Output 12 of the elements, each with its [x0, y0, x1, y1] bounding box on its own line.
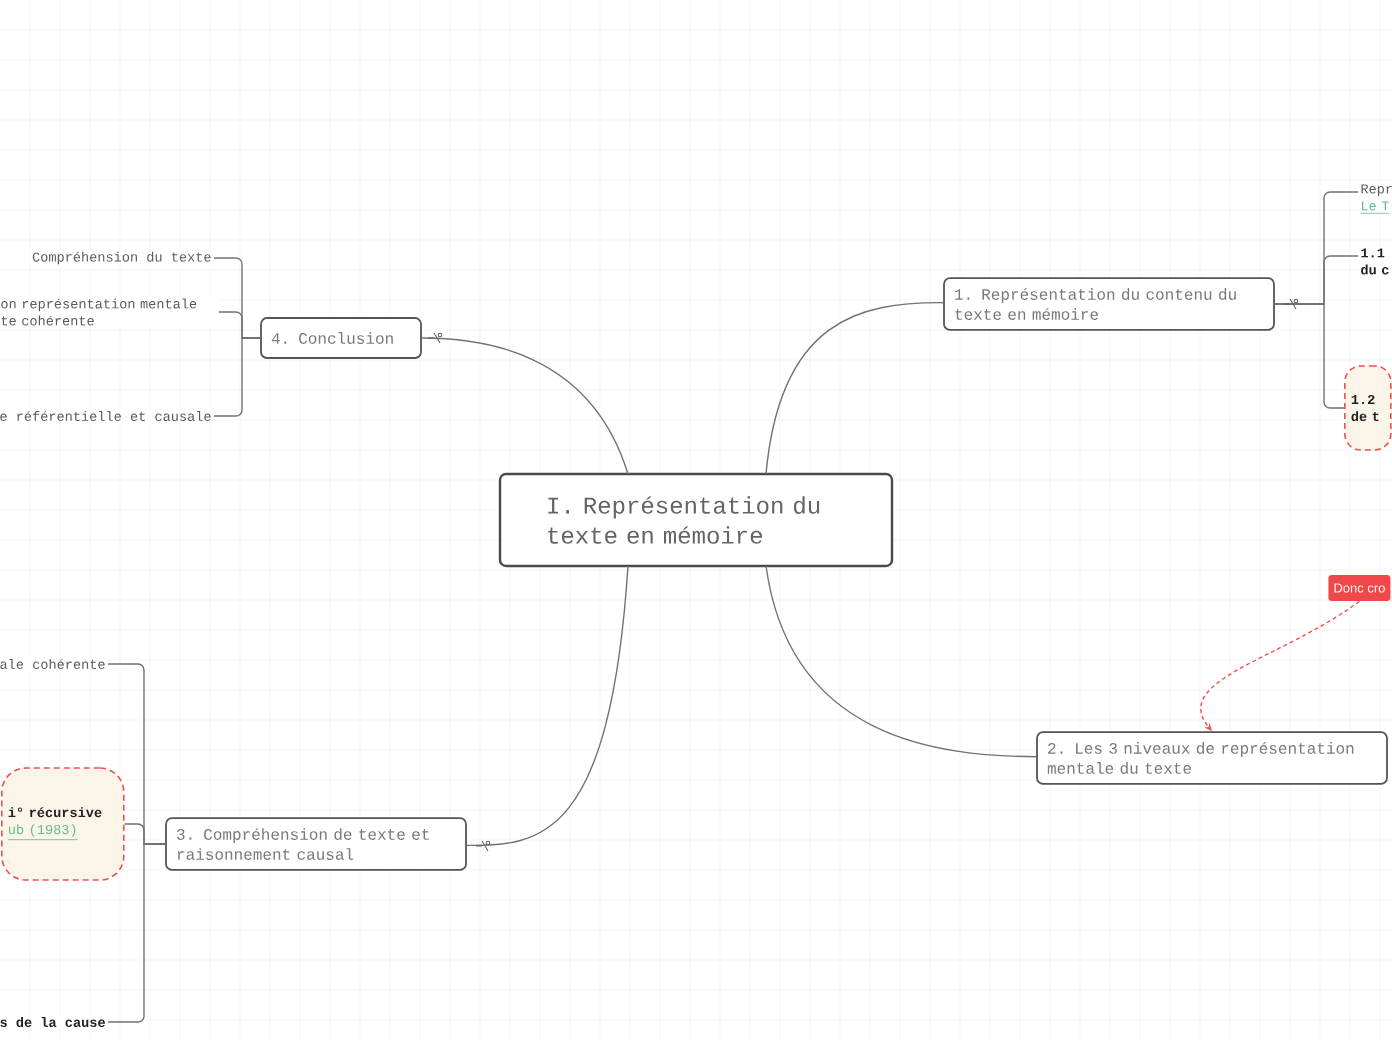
connector — [1274, 303, 1345, 409]
topic-box: I. Représentation du texte en mémoire — [498, 472, 894, 568]
topic-box: 1. Représentation du contenu du texte en mémoire — [943, 277, 1275, 331]
connector — [421, 337, 629, 475]
topic-box: 3. Compréhension de texte et raisonnement causal — [165, 817, 467, 871]
connector — [107, 843, 166, 1023]
connector — [466, 565, 629, 847]
connector — [765, 302, 944, 475]
topic-box: 4. Conclusion — [260, 317, 422, 359]
connector — [213, 337, 261, 417]
connector — [765, 565, 1037, 758]
topic-box: 2. Les 3 niveaux de représentation mentale du texte — [1036, 731, 1388, 785]
